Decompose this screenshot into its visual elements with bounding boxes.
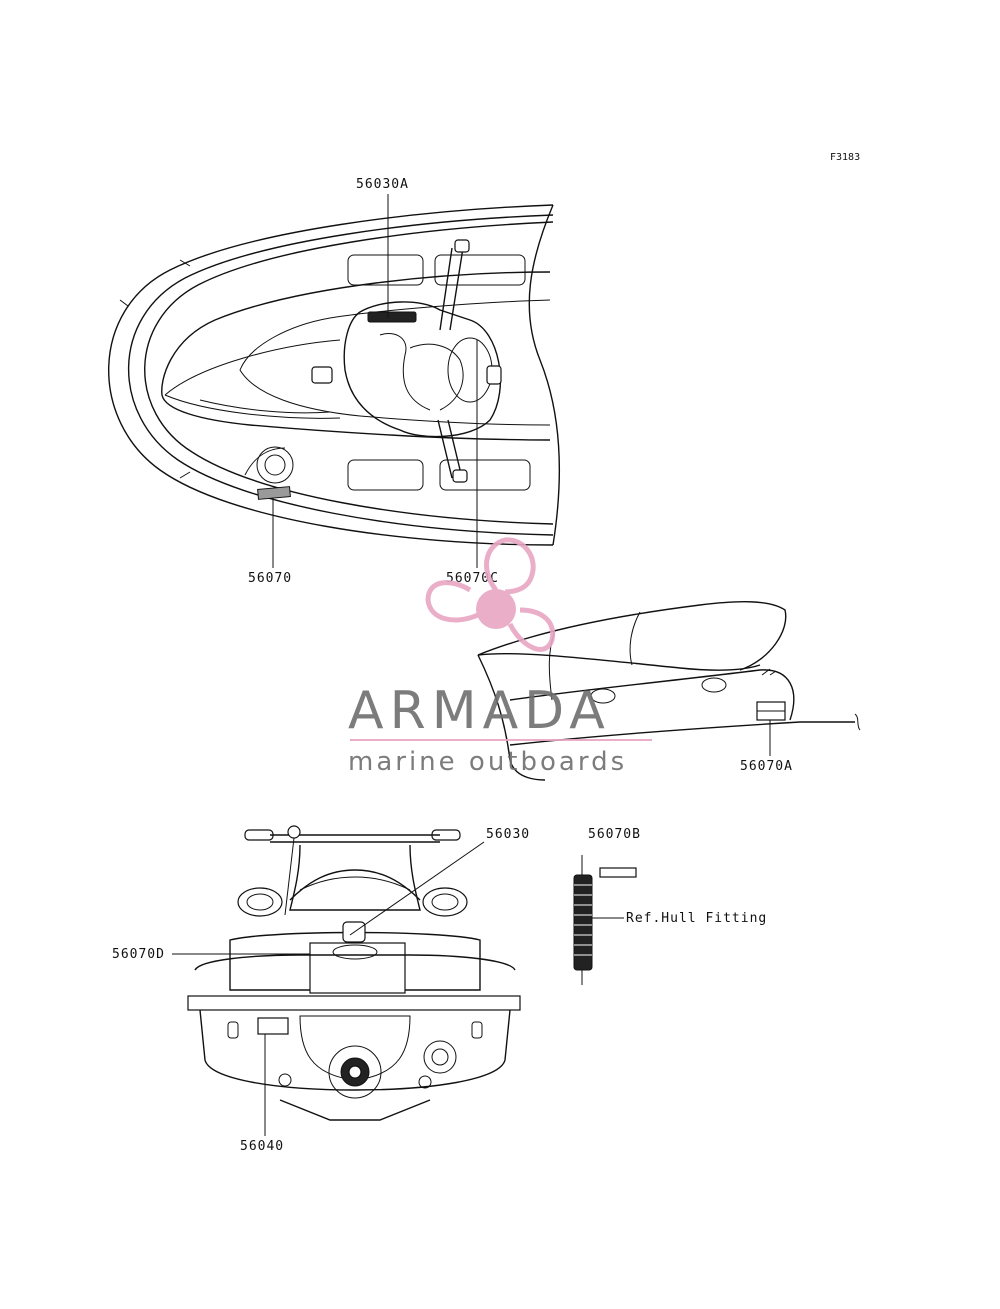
callout-56070D: 56070D [112,947,165,962]
callout-56070A: 56070A [740,759,793,774]
callout-56030: 56030 [486,827,530,842]
callout-56070B: 56070B [588,827,641,842]
ref-hull-fitting-label: Ref.Hull Fitting [626,911,767,926]
rear-view-hull [187,825,521,1121]
watermark-brand: ARMADA [348,681,611,741]
armada-watermark: ARMADA marine outboards [348,537,652,777]
hull-fitting-detail [573,855,637,985]
callout-56040: 56040 [240,1139,284,1154]
top-view-hull [108,204,561,546]
callout-56030A: 56030A [356,177,409,192]
figure-code: F3183 [830,152,860,163]
callout-56070: 56070 [248,571,292,586]
propeller-logo-icon [425,537,556,652]
watermark-tagline: marine outboards [348,747,627,777]
